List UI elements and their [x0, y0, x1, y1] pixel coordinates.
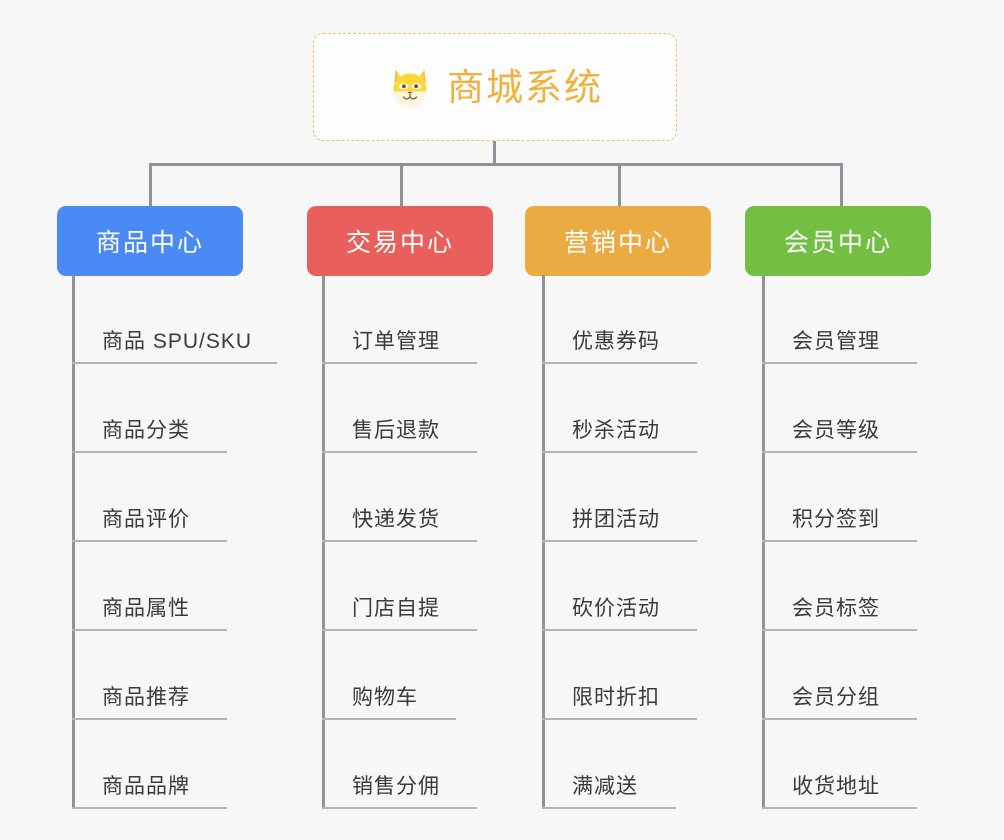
- leaf-item-rule: [762, 451, 917, 453]
- leaf-item-label: 销售分佣: [352, 775, 440, 798]
- leaf-item-label: 收货地址: [792, 775, 880, 798]
- leaf-item-label: 商品品牌: [102, 775, 190, 798]
- leaf-item-rule: [322, 540, 477, 542]
- leaf-item-label: 会员管理: [792, 330, 880, 353]
- connector-drop-branch-4: [840, 163, 843, 207]
- leaf-item[interactable]: 商品属性: [72, 542, 252, 631]
- leaf-item-label: 订单管理: [352, 330, 440, 353]
- leaf-item-rule: [72, 718, 227, 720]
- leaf-item-rule: [322, 362, 477, 364]
- leaf-item-rule: [542, 807, 676, 809]
- leaf-spine: [542, 275, 545, 809]
- leaf-item-label: 商品属性: [102, 597, 190, 620]
- leaf-item[interactable]: 优惠券码: [542, 275, 697, 364]
- shiba-dog-face-icon: [393, 69, 427, 108]
- leaf-item-label: 快递发货: [352, 508, 440, 531]
- leaf-item[interactable]: 满减送: [542, 720, 676, 809]
- leaf-column-member-center: 会员管理 会员等级 积分签到 会员标签 会员分组 收货地址: [762, 275, 917, 809]
- root-node-shopping-mall-system[interactable]: 商城系统: [313, 33, 677, 141]
- branch-node-marketing-center[interactable]: 营销中心: [525, 206, 711, 276]
- leaf-item-rule: [762, 718, 917, 720]
- leaf-item-label: 商品 SPU/SKU: [102, 330, 253, 353]
- leaf-item-rule: [322, 629, 477, 631]
- leaf-spine: [322, 275, 325, 809]
- leaf-item[interactable]: 会员等级: [762, 364, 917, 453]
- leaf-item[interactable]: 商品 SPU/SKU: [72, 275, 277, 364]
- leaf-item-label: 会员分组: [792, 686, 880, 709]
- leaf-item-rule: [322, 807, 477, 809]
- leaf-item[interactable]: 积分签到: [762, 453, 917, 542]
- leaf-item[interactable]: 会员管理: [762, 275, 917, 364]
- leaf-item-rule: [72, 807, 227, 809]
- leaf-item[interactable]: 商品分类: [72, 364, 252, 453]
- root-node-label: 商城系统: [447, 66, 603, 108]
- leaf-item-label: 秒杀活动: [572, 419, 660, 442]
- leaf-item-rule: [762, 807, 917, 809]
- leaf-item-label: 积分签到: [792, 508, 880, 531]
- leaf-column-marketing-center: 优惠券码 秒杀活动 拼团活动 砍价活动 限时折扣 满减送: [542, 275, 697, 809]
- leaf-item-label: 满减送: [572, 775, 638, 798]
- leaf-item[interactable]: 商品评价: [72, 453, 252, 542]
- leaf-item-rule: [542, 718, 697, 720]
- leaf-item-rule: [542, 451, 697, 453]
- leaf-item-label: 拼团活动: [572, 508, 660, 531]
- leaf-item[interactable]: 会员分组: [762, 631, 917, 720]
- leaf-spine: [72, 275, 75, 809]
- branch-node-label: 会员中心: [783, 229, 892, 257]
- leaf-item[interactable]: 收货地址: [762, 720, 917, 809]
- leaf-item-rule: [542, 629, 697, 631]
- leaf-item-rule: [72, 629, 227, 631]
- leaf-item[interactable]: 销售分佣: [322, 720, 477, 809]
- leaf-item[interactable]: 限时折扣: [542, 631, 697, 720]
- leaf-item-label: 优惠券码: [572, 330, 660, 353]
- leaf-item-rule: [322, 451, 477, 453]
- leaf-item-label: 售后退款: [352, 419, 440, 442]
- leaf-item-rule: [762, 629, 917, 631]
- leaf-item[interactable]: 会员标签: [762, 542, 917, 631]
- branch-node-product-center[interactable]: 商品中心: [57, 206, 243, 276]
- connector-drop-branch-2: [400, 163, 403, 207]
- leaf-item-label: 会员等级: [792, 419, 880, 442]
- leaf-item-rule: [72, 362, 277, 364]
- leaf-item[interactable]: 购物车: [322, 631, 456, 720]
- leaf-item-label: 门店自提: [352, 597, 440, 620]
- leaf-item[interactable]: 商品推荐: [72, 631, 252, 720]
- connector-drop-branch-3: [618, 163, 621, 207]
- branch-node-member-center[interactable]: 会员中心: [745, 206, 931, 276]
- leaf-item-label: 购物车: [352, 686, 418, 709]
- leaf-item-rule: [762, 362, 917, 364]
- leaf-item-rule: [762, 540, 917, 542]
- branch-node-label: 营销中心: [563, 229, 672, 257]
- leaf-item[interactable]: 快递发货: [322, 453, 477, 542]
- leaf-item[interactable]: 门店自提: [322, 542, 477, 631]
- leaf-item-label: 商品推荐: [102, 686, 190, 709]
- leaf-item-label: 商品评价: [102, 508, 190, 531]
- leaf-item-label: 砍价活动: [572, 597, 660, 620]
- leaf-item[interactable]: 订单管理: [322, 275, 477, 364]
- leaf-item[interactable]: 砍价活动: [542, 542, 697, 631]
- leaf-item[interactable]: 秒杀活动: [542, 364, 697, 453]
- leaf-item-rule: [72, 451, 227, 453]
- leaf-column-product-center: 商品 SPU/SKU 商品分类 商品评价 商品属性 商品推荐 商品品牌: [72, 275, 277, 809]
- leaf-item[interactable]: 售后退款: [322, 364, 477, 453]
- leaf-spine: [762, 275, 765, 809]
- branch-node-label: 交易中心: [345, 229, 454, 257]
- connector-horizontal-bus: [149, 163, 843, 166]
- leaf-item-rule: [542, 362, 697, 364]
- branch-node-transaction-center[interactable]: 交易中心: [307, 206, 493, 276]
- leaf-item-label: 商品分类: [102, 419, 190, 442]
- leaf-item-rule: [322, 718, 456, 720]
- connector-drop-branch-1: [149, 163, 152, 207]
- leaf-item[interactable]: 商品品牌: [72, 720, 252, 809]
- connector-root-stem: [493, 141, 496, 166]
- branch-node-label: 商品中心: [95, 229, 204, 257]
- leaf-column-transaction-center: 订单管理 售后退款 快递发货 门店自提 购物车 销售分佣: [322, 275, 477, 809]
- leaf-item-rule: [72, 540, 227, 542]
- leaf-item-label: 会员标签: [792, 597, 880, 620]
- leaf-item-label: 限时折扣: [572, 686, 660, 709]
- leaf-item-rule: [542, 540, 697, 542]
- leaf-item[interactable]: 拼团活动: [542, 453, 697, 542]
